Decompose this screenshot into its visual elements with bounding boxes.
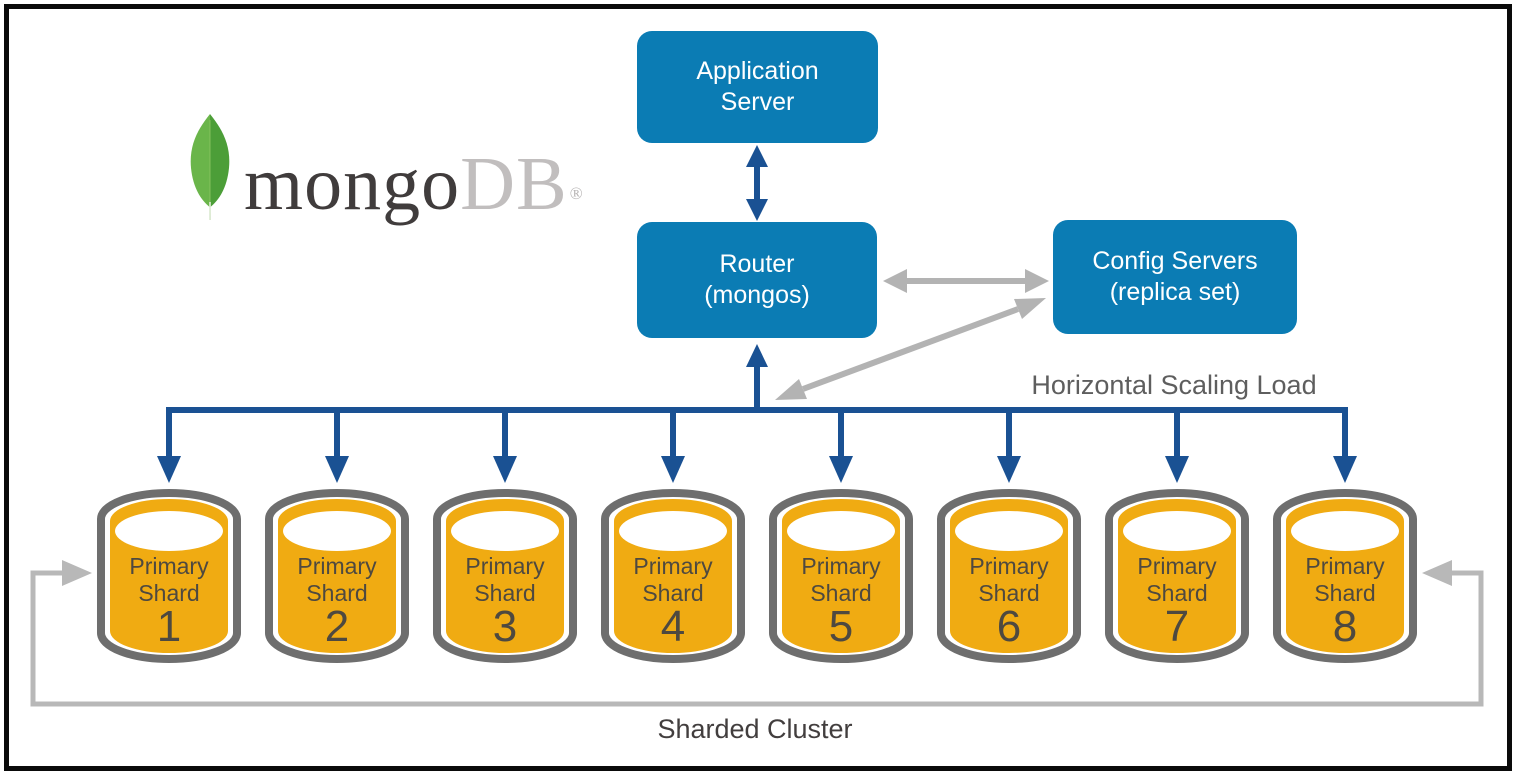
shard-number: 3 (492, 602, 518, 651)
shard-number: 1 (156, 602, 182, 651)
registered-trademark-symbol: ® (569, 184, 584, 203)
logo-text-db: DB (460, 142, 568, 226)
config-servers-label-line1: Config Servers (1092, 247, 1258, 275)
shard-label: Primary Shard (297, 553, 377, 606)
mongodb-leaf-icon (190, 114, 230, 220)
application-server-label-line1: Application (696, 57, 819, 85)
database-cylinder-icon (601, 489, 745, 663)
primary-shard-4: Primary Shard 4 (599, 487, 747, 665)
mongodb-wordmark: mongoDB® (244, 146, 584, 232)
shard-label: Primary Shard (801, 553, 881, 606)
database-cylinder-icon (265, 489, 409, 663)
shard-label: Primary Shard (969, 553, 1049, 606)
application-server-node: Application Server (637, 31, 878, 143)
database-cylinder-icon (1273, 489, 1417, 663)
shard-label: Primary Shard (1137, 553, 1217, 606)
shard-number: 7 (1164, 602, 1190, 651)
primary-shard-3: Primary Shard 3 (431, 487, 579, 665)
primary-shard-6: Primary Shard 6 (935, 487, 1083, 665)
router-label-line1: Router (719, 250, 795, 278)
router-label-line2: (mongos) (704, 281, 810, 309)
shard-label: Primary Shard (633, 553, 713, 606)
database-cylinder-icon (433, 489, 577, 663)
shard-label: Primary Shard (1305, 553, 1385, 606)
primary-shard-7: Primary Shard 7 (1103, 487, 1251, 665)
config-servers-node: Config Servers (replica set) (1053, 220, 1297, 334)
shard-label: Primary Shard (465, 553, 545, 606)
database-cylinder-icon (1105, 489, 1249, 663)
database-cylinder-icon (769, 489, 913, 663)
horizontal-scaling-load-label: Horizontal Scaling Load (1031, 370, 1317, 400)
database-cylinder-icon (97, 489, 241, 663)
mongodb-logo: mongoDB® (186, 108, 584, 232)
primary-shard-2: Primary Shard 2 (263, 487, 411, 665)
primary-shard-8: Primary Shard 8 (1271, 487, 1419, 665)
shard-number: 6 (996, 602, 1022, 651)
application-server-label-line2: Server (720, 88, 795, 116)
shard-number: 4 (660, 602, 686, 651)
shard-number: 2 (324, 602, 350, 651)
primary-shard-1: Primary Shard 1 (95, 487, 243, 665)
shard-number: 5 (828, 602, 854, 651)
router-node: Router (mongos) (637, 222, 877, 338)
diagram-border (4, 4, 1512, 771)
primary-shard-5: Primary Shard 5 (767, 487, 915, 665)
logo-text-mongo: mongo (244, 142, 461, 226)
shard-number: 8 (1332, 602, 1358, 651)
shard-label: Primary Shard (129, 553, 209, 606)
sharded-cluster-label: Sharded Cluster (657, 714, 853, 744)
database-cylinder-icon (937, 489, 1081, 663)
config-servers-label-line2: (replica set) (1109, 278, 1241, 306)
